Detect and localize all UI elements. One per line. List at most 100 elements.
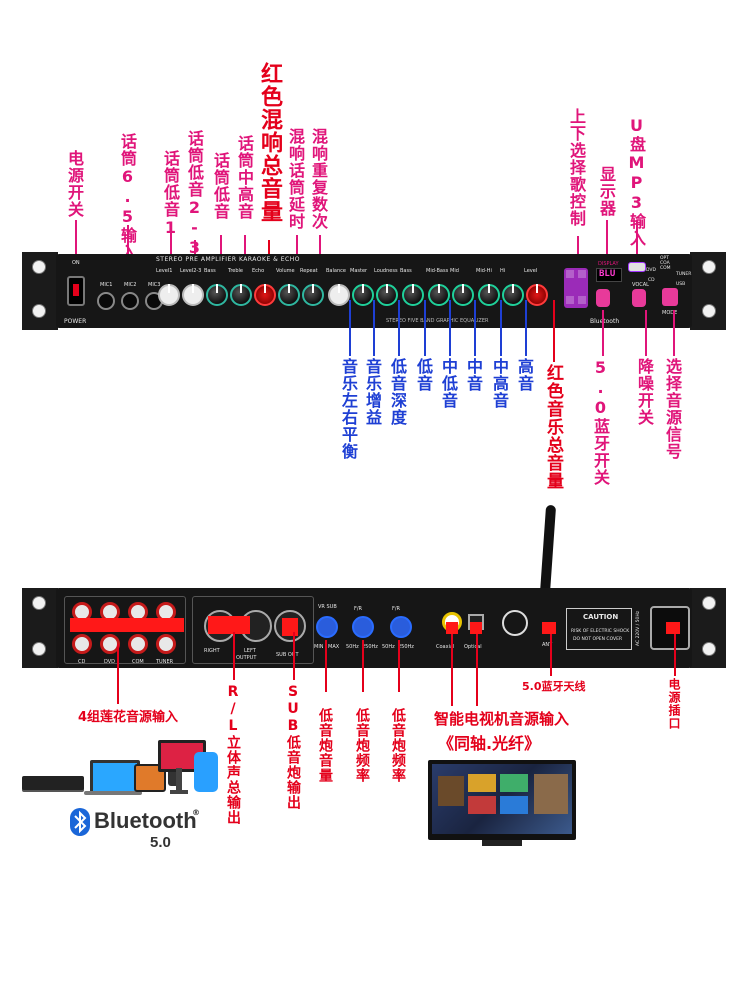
knob-label: Level2-3: [180, 268, 202, 274]
knob-pointer: [240, 284, 242, 293]
sub-volume-knob[interactable]: [316, 616, 338, 638]
rca-jack[interactable]: [72, 634, 92, 654]
power-label: POWER: [64, 318, 87, 325]
bluetooth-text: Bluetooth: [94, 808, 197, 833]
label-music-master: 红色音乐总音量: [543, 364, 563, 490]
freq2-50hz-label: 50Hz: [382, 644, 395, 650]
knob-pointer: [512, 284, 514, 293]
knob-pointer: [312, 284, 314, 293]
rear-dvd-label: DVD: [104, 659, 116, 665]
mic2-jack[interactable]: [121, 292, 139, 310]
knob-pointer: [264, 284, 266, 293]
label-mid-treble: 中高音: [490, 358, 509, 409]
label-sub-freq2: 低音炮频率: [390, 708, 406, 783]
power-switch[interactable]: [67, 276, 85, 306]
rca-jack[interactable]: [156, 634, 176, 654]
sub-freq-knob-2[interactable]: [390, 616, 412, 638]
label-power-switch: 电源开关: [65, 150, 84, 218]
bluetooth-logo-icon: [70, 808, 90, 836]
label-noise-switch: 降噪开关: [635, 358, 654, 426]
label-sub-freq1: 低音炮频率: [354, 708, 370, 783]
fr-label: F/R: [354, 606, 363, 612]
knob-label: Bass: [400, 268, 412, 274]
rear-panel: CD DVD COM TUNER RIGHT LEFT OUTPUT SUB O…: [56, 588, 692, 668]
vocal-button[interactable]: [632, 289, 646, 307]
knob-label: Loudness: [374, 268, 398, 274]
rear-right-label: RIGHT: [204, 648, 220, 654]
label-balance: 音乐左右平衡: [339, 358, 358, 460]
knob-pointer: [462, 284, 464, 293]
label-treble: 高音: [515, 358, 534, 392]
mode-label: MODE: [662, 310, 678, 316]
label-music-gain: 音乐增益: [363, 358, 382, 426]
bluetooth-trademark: ®: [192, 808, 200, 817]
coaxial-label: Coaxial: [436, 644, 455, 650]
label-usb-mp3: U盘MP3输入: [627, 116, 646, 247]
smart-tv-icon: [428, 760, 576, 840]
caution-label: CAUTION: [583, 613, 619, 621]
mic3-label: MIC3: [148, 282, 161, 288]
label-track-control: 上下选择歌控制: [567, 108, 586, 227]
rear-com-label: COM: [132, 659, 144, 665]
ac-rating-label: AC 220V / 50Hz: [636, 610, 641, 646]
knob-pointer: [192, 284, 194, 293]
knob-label: Mid-Bass: [426, 268, 449, 274]
label-mic-bass: 话筒低音: [211, 152, 230, 220]
mic1-jack[interactable]: [97, 292, 115, 310]
knob-label: Bass: [204, 268, 216, 274]
panel-title: STEREO PRE AMPLIFIER KARAOKE & ECHO: [156, 256, 300, 263]
usb-drive-icon: [194, 752, 218, 792]
label-bass: 低音: [414, 358, 433, 392]
label-echo-delay: 混响话筒延时: [286, 128, 305, 230]
rear-left-label: LEFT: [244, 648, 256, 654]
freq1-50hz-label: 50Hz: [346, 644, 359, 650]
bluetooth-button[interactable]: [596, 289, 610, 307]
knob-pointer: [362, 284, 364, 293]
display-label: DISPLAY: [598, 261, 619, 267]
label-rca-input: 4组莲花音源输入: [78, 710, 179, 725]
knob-pointer: [338, 284, 340, 293]
track-buttons[interactable]: [564, 268, 588, 308]
power-on-label: ON: [72, 260, 80, 266]
knob-label: Treble: [228, 268, 243, 274]
knob-pointer: [288, 284, 290, 293]
usb-port[interactable]: [628, 262, 646, 272]
antenna-highlight: [542, 622, 556, 634]
label-mid: 中音: [464, 358, 483, 392]
source-opt-labels: OPT COA COM: [660, 256, 671, 271]
optical-label: Optical: [464, 644, 482, 650]
dont-open-label: DO NOT OPEN COVER: [573, 637, 623, 642]
rear-cd-label: CD: [78, 659, 86, 665]
mic2-label: MIC2: [124, 282, 137, 288]
label-tv-input-2: 《同轴.光纤》: [438, 734, 541, 753]
label-bt-antenna: 5.0蓝牙天线: [522, 680, 586, 693]
source-tuner-label: TUNER: [676, 272, 692, 277]
label-echo-master: 红色混响总音量: [257, 62, 282, 223]
source-cd-label: CD: [648, 278, 655, 283]
dvd-player-icon: [22, 776, 84, 790]
knob-label: Mid-Hi: [476, 268, 492, 274]
source-usb-label: USB: [676, 282, 686, 287]
vr-sub-label: VR SUB: [318, 604, 337, 610]
knob-pointer: [168, 284, 170, 293]
label-echo-repeat: 混响重复数次: [309, 128, 328, 230]
sub-min-label: MIN: [314, 644, 324, 650]
knob-label: Volume: [276, 268, 295, 274]
knob-label: Level1: [156, 268, 173, 274]
sub-freq-knob-1[interactable]: [352, 616, 374, 638]
rear-output-label: OUTPUT: [236, 655, 257, 661]
freq2-250hz-label: 250Hz: [398, 644, 414, 650]
label-bt-switch: 5.0蓝牙开关: [591, 358, 610, 486]
label-source-select: 选择音源信号: [663, 358, 682, 460]
label-mic-bass1: 话筒低音1: [161, 150, 180, 238]
label-sub-volume: 低音炮音量: [317, 708, 333, 783]
vocal-label: VOCAL: [632, 282, 649, 288]
label-mic-bass23: 话筒低音2-3: [185, 130, 204, 258]
knob-pointer: [536, 284, 538, 293]
knob-label: Balance: [326, 268, 346, 274]
rca-jack[interactable]: [128, 634, 148, 654]
knob-label: Mid: [450, 268, 459, 274]
source-mode-button[interactable]: [662, 288, 678, 306]
brand-logo-icon: [502, 610, 528, 636]
knob-label: Master: [350, 268, 368, 274]
